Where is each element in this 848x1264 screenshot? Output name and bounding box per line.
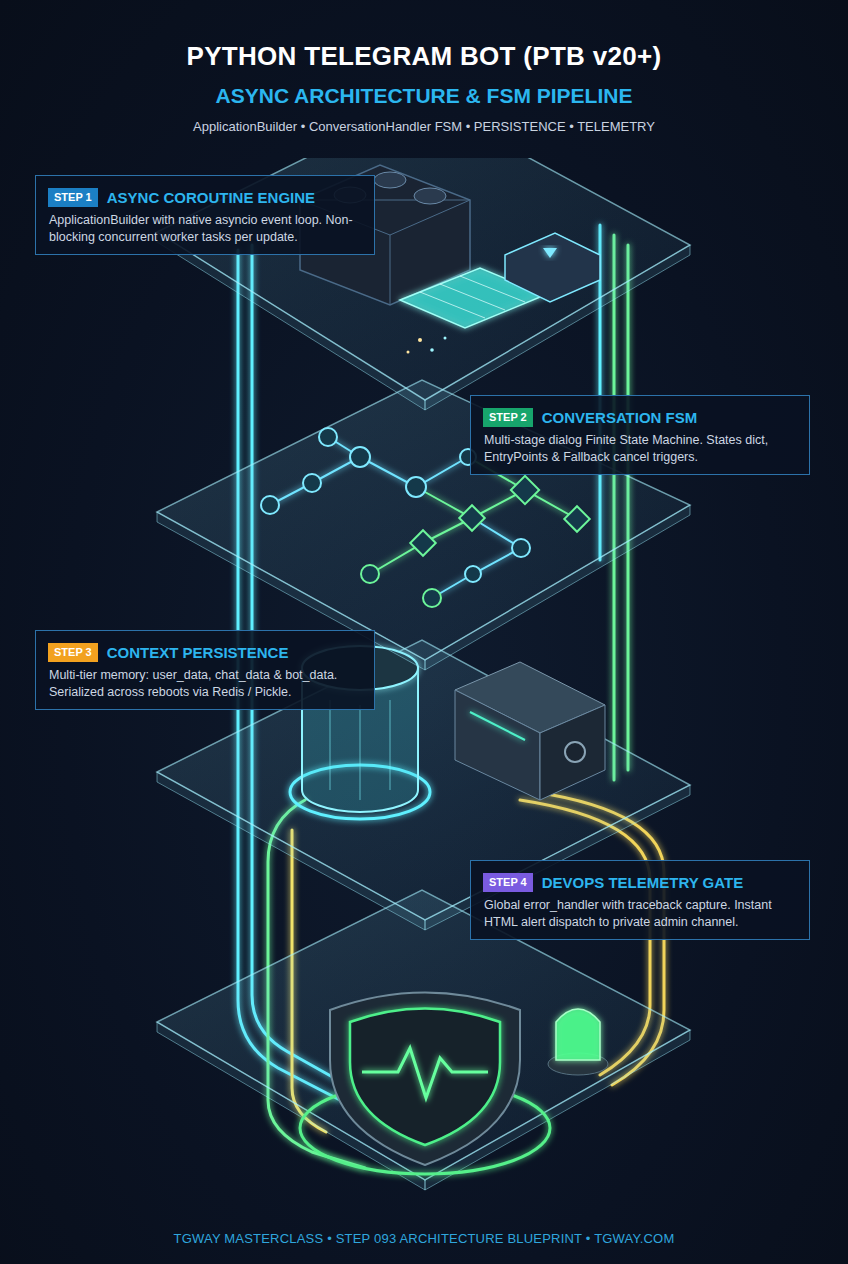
engine-cylinder [414,188,446,204]
shield-figure [300,993,550,1175]
fsm-state [361,565,379,583]
panel-heading: DEVOPS TELEMETRY GATE [542,874,743,892]
step-panel: ASYNC COROUTINE ENGINE ApplicationBuilder… [35,175,375,255]
panel-heading: CONVERSATION FSM [542,409,698,427]
architecture-illustration [0,158,848,1264]
box-light [470,712,525,740]
badge-text: STEP 3 [54,646,92,658]
badge-text: STEP 1 [54,191,92,203]
box-side [540,705,605,800]
fsm-state [303,474,321,492]
subtitle: ASYNC ARCHITECTURE & FSM PIPELINE [0,83,848,109]
step-panel: CONVERSATION FSM Multi-stage dialog Finit… [470,395,810,475]
footer-caption: TGWAY MASTERCLASS • STEP 093 ARCHITECTUR… [0,1230,848,1247]
cell-divider [420,292,485,318]
cylinder-light [390,700,391,790]
shield-body [330,993,520,1166]
fsm-state [406,477,426,497]
fsm-state [350,447,370,467]
fsm-state [261,496,279,514]
spark-dot [418,338,422,342]
step-panel: DEVOPS TELEMETRY GATE Global error_handle… [470,860,810,940]
spark-dot [407,351,410,354]
badge-text: STEP 4 [489,876,527,888]
badge-text: STEP 2 [489,411,527,423]
shield-face [350,1009,500,1146]
cylinder-light [360,705,361,800]
step-badge: STEP 3 [48,643,98,662]
panel-body: ApplicationBuilder with native asyncio e… [49,212,363,246]
spark-dot [444,337,447,340]
control-box [505,233,600,302]
panel-heading: CONTEXT PERSISTENCE [107,644,289,662]
fsm-state [465,566,481,582]
server-box [455,662,605,800]
fsm-state [423,589,441,607]
engine-edge [390,235,391,305]
diagram-title: PYTHON TELEGRAM BOT (PTB v20+) [0,40,848,72]
fsm-line [370,518,472,574]
panel-body: Multi-stage dialog Finite State Machine.… [484,432,798,466]
heartbeat-line [362,1048,488,1098]
step-badge: STEP 1 [48,188,98,207]
step-badge: STEP 2 [483,408,533,427]
engine-cylinder [374,172,406,188]
fsm-line [432,518,521,598]
cell-divider [440,284,505,310]
fsm-decision [410,530,435,555]
box-lock [565,742,585,762]
tagline: ApplicationBuilder • ConversationHandler… [0,118,848,135]
fsm-decision [511,476,539,504]
panel-body: Multi-tier memory: user_data, chat_data … [49,667,363,701]
panel-heading: ASYNC COROUTINE ENGINE [107,189,315,207]
fsm-line [416,487,577,519]
fsm-decision [459,505,484,530]
alert-beacon [548,1009,608,1075]
fsm-line [270,457,468,505]
step-badge: STEP 4 [483,873,533,892]
beacon-dome [556,1009,600,1060]
box-front [455,690,540,800]
cylinder-light [330,700,331,790]
spark-dot [430,348,434,352]
control-icon [543,248,557,258]
fsm-decision [564,506,589,531]
fsm-state [319,428,337,446]
panel-body: Global error_handler with traceback capt… [484,897,798,931]
step-panel: CONTEXT PERSISTENCE Multi-tier memory: us… [35,630,375,710]
fsm-state [512,539,530,557]
